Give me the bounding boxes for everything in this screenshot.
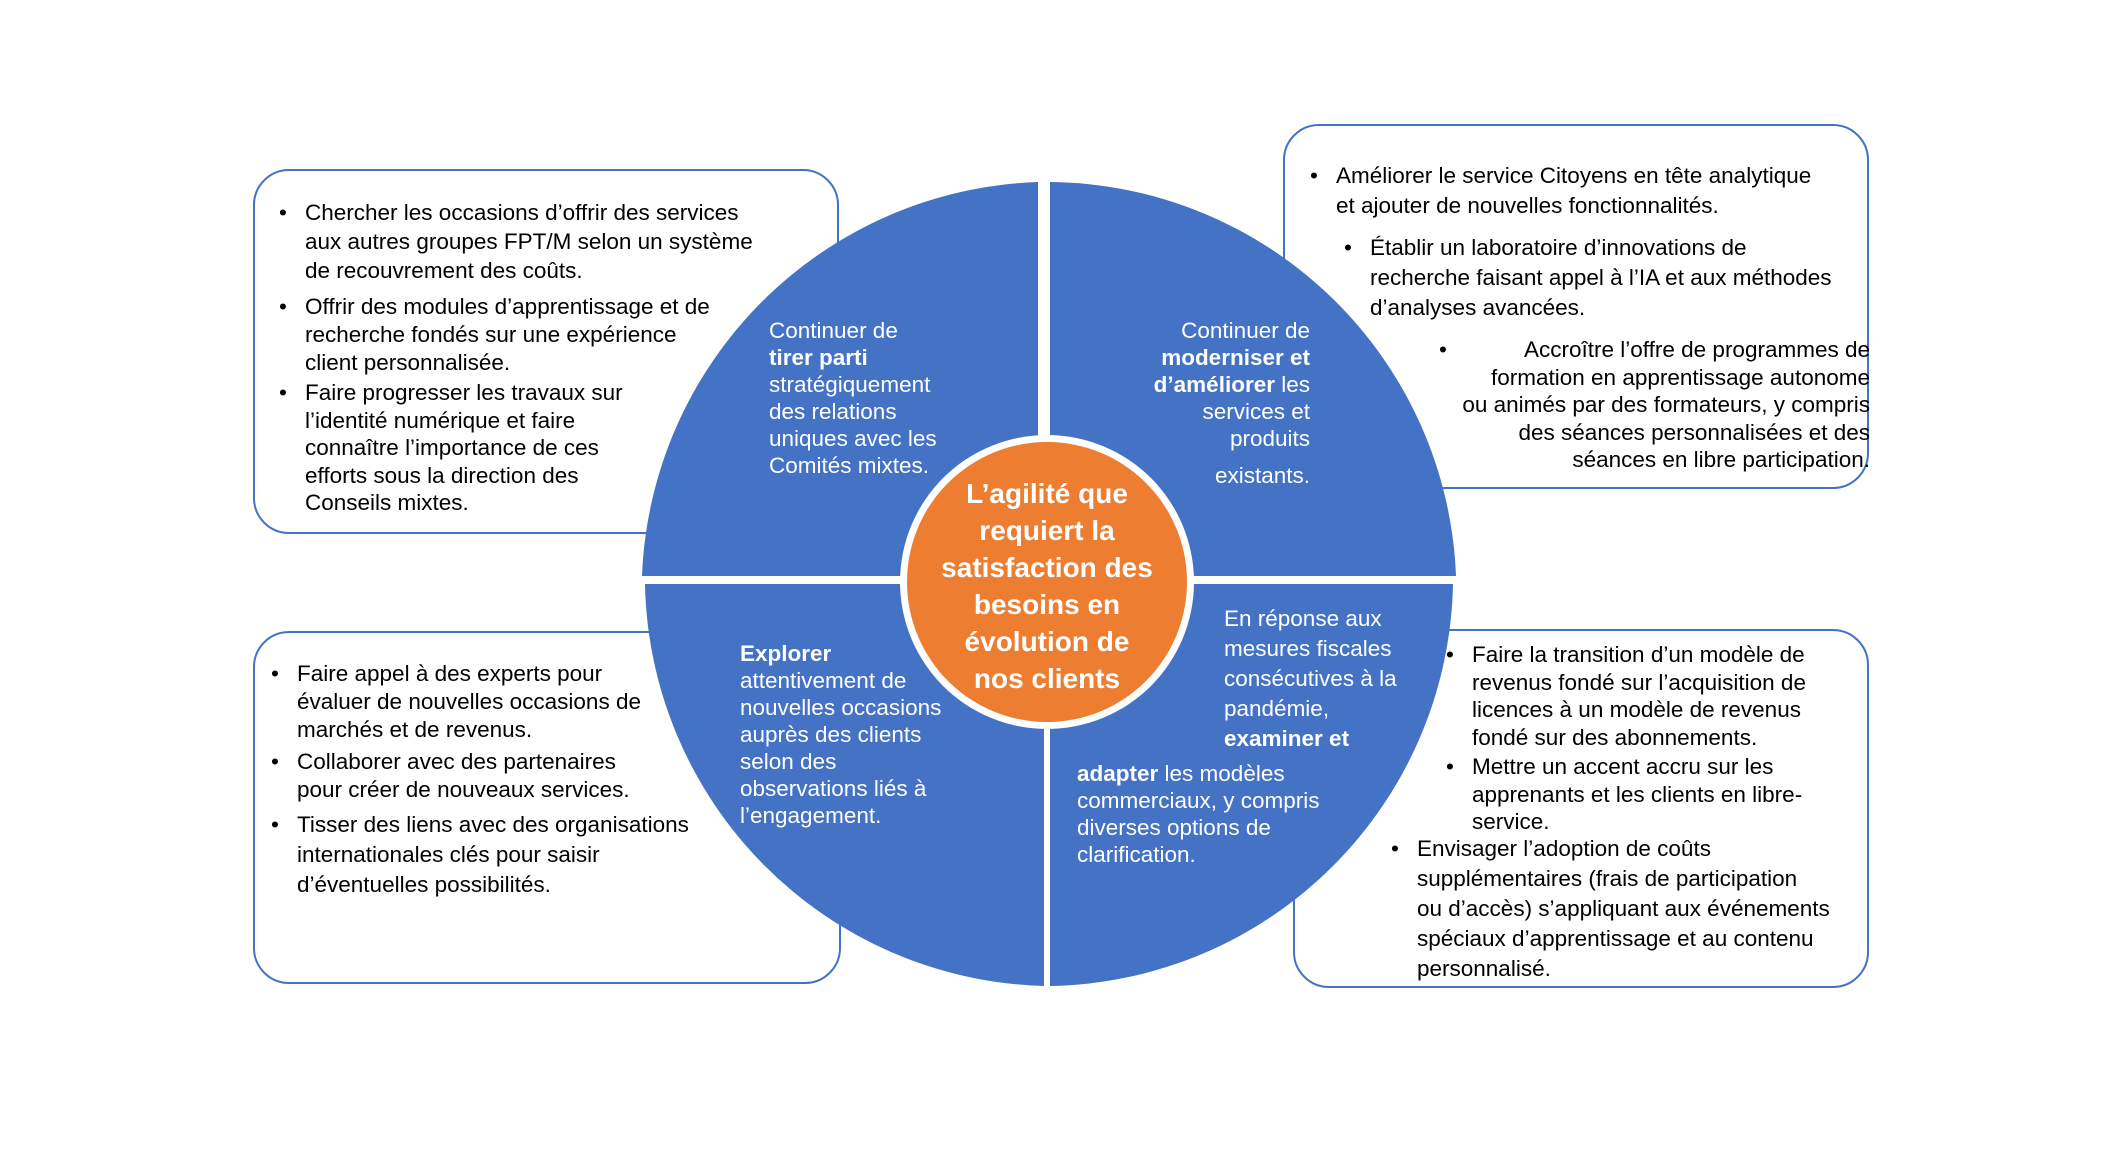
list-item: Collaborer avec des partenaires pour cré…: [267, 748, 837, 804]
list-item: Faire la transition d’un modèle de reven…: [1442, 641, 1867, 751]
list-item: Chercher les occasions d’offrir des serv…: [275, 198, 835, 285]
quadrant-top-left: [642, 182, 1038, 576]
list-item: Améliorer le service Citoyens en tête an…: [1306, 161, 1866, 221]
list-item: Mettre un accent accru sur les apprenant…: [1442, 753, 1867, 836]
list-item: Accroître l’offre de programmes de forma…: [1435, 336, 1870, 474]
list-item: Tisser des liens avec des organisations …: [267, 810, 837, 900]
quadrant-top-left-text: Continuer de tirer parti stratégiquement…: [769, 318, 937, 478]
quadrant-top-right: [1050, 182, 1456, 576]
center-title: L’agilité que requiert la satisfaction d…: [941, 478, 1153, 694]
quadrant-bottom-left-text: Explorer attentivement de nouvelles occa…: [740, 641, 942, 828]
quadrant-bottom-right-text-top: En réponse aux mesures fiscales consécut…: [1224, 606, 1397, 751]
list-item: Faire appel à des experts pour évaluer d…: [267, 660, 837, 744]
list-item: Offrir des modules d’apprentissage et de…: [275, 293, 835, 377]
list-item: Faire progresser les travaux sur l’ident…: [275, 379, 835, 517]
list-item: Établir un laboratoire d’innovations de …: [1340, 233, 1870, 323]
quadrant-top-right-text: Continuer de moderniser et d’améliorer l…: [1153, 318, 1310, 488]
box-bottom-left: Faire appel à des experts pour évaluer d…: [253, 631, 841, 984]
list-item: Envisager l’adoption de coûts supplément…: [1387, 834, 1867, 984]
quadrant-bottom-right-text-bottom: adapter les modèles commerciaux, y compr…: [1077, 761, 1320, 867]
center-circle-fill: [907, 442, 1187, 722]
